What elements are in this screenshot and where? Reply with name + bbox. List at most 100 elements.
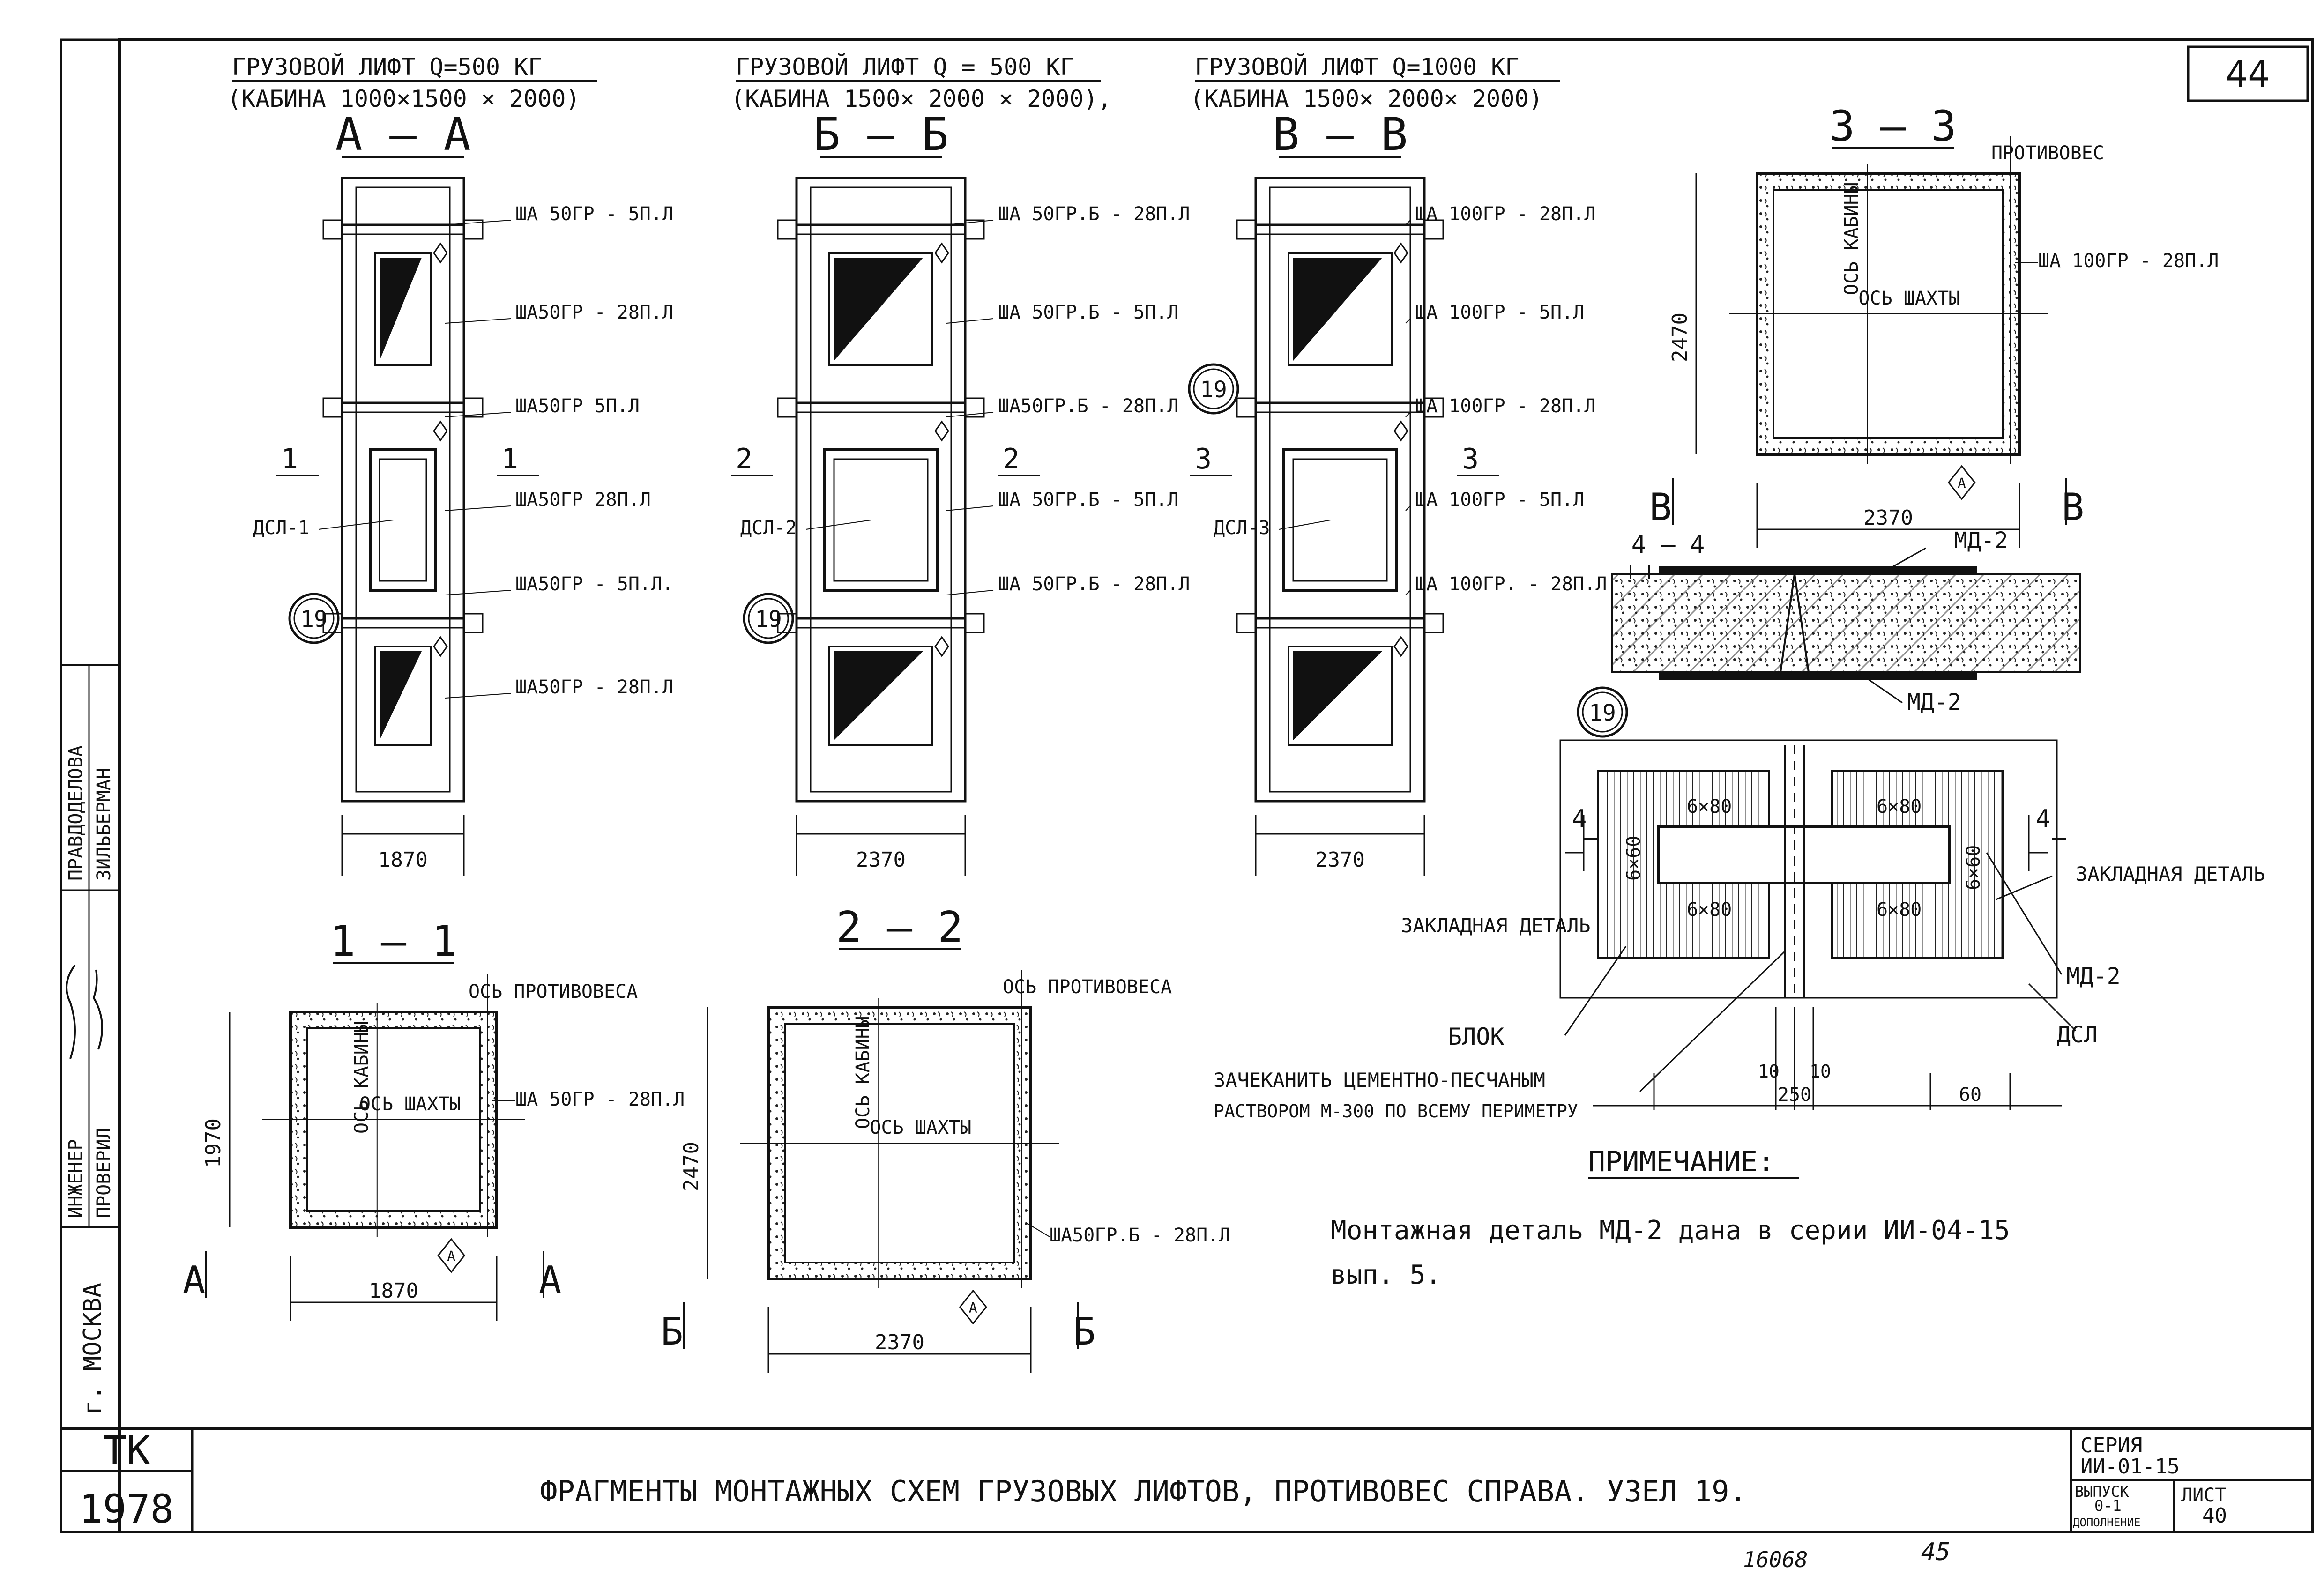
section-mark-4-right: 4 <box>2036 805 2050 833</box>
panel-label-leader <box>1405 590 1411 595</box>
node-callout-inner <box>293 598 335 639</box>
panel-hatch <box>834 258 923 361</box>
counterweight-axis-label: ОСЬ ПРОТИВОВЕСА <box>1003 976 1172 998</box>
elevation-b-b: ГРУЗОВОЙ ЛИФТ Q = 500 КГ(КАБИНА 1500× 20… <box>731 53 1190 876</box>
plan-mark-right: В <box>2062 485 2084 529</box>
caulk-note-1: ЗАЧЕКАНИТЬ ЦЕМЕНТНО-ПЕСЧАНЫМ <box>1214 1069 1545 1092</box>
plan-diamond <box>959 1289 987 1325</box>
weld-vertical-right: 6×60 <box>1963 845 1984 890</box>
panel-opening <box>828 646 933 746</box>
shaft-inner <box>810 186 952 793</box>
sheet-frame <box>60 38 2314 1533</box>
shaft-outline <box>1254 177 1426 803</box>
elevation-heading: ГРУЗОВОЙ ЛИФТ Q=1000 КГ <box>1195 53 1519 81</box>
bracket-left <box>777 219 797 240</box>
shaft-inner <box>1269 186 1411 793</box>
year: 1978 <box>79 1486 174 1532</box>
panel-label: ША50ГР - 28П.Л <box>515 676 673 698</box>
shaft-axis-label: ОСЬ ШАХТЫ <box>359 1093 461 1115</box>
sheet-value: 40 <box>2202 1504 2227 1528</box>
plan-mark-left: Б <box>661 1310 683 1353</box>
panel-label-leader <box>946 590 994 595</box>
cabin-axis-label: ОСЬ КАБИНЫ <box>1841 182 1862 295</box>
stamp-engineer: ИНЖЕНЕР <box>65 1139 87 1218</box>
node-callout-number: 19 <box>755 606 782 632</box>
plan-diamond <box>437 1238 466 1273</box>
door-frame <box>1292 458 1388 582</box>
panel-label-leader <box>445 220 511 225</box>
bracket-right <box>964 613 985 633</box>
shaft-inner <box>355 186 451 793</box>
panel-label: ША 50ГР.Б - 5П.Л <box>998 489 1178 511</box>
bracket-left <box>1236 219 1257 240</box>
plan-diamond-letter: А <box>447 1249 455 1265</box>
panel-label-leader <box>445 505 511 511</box>
section-mark-left: 2 <box>736 443 752 476</box>
panel-hatch <box>1293 651 1382 740</box>
node-callout-circle <box>1188 363 1239 415</box>
weld-vertical-left: 6×60 <box>1623 836 1645 881</box>
height-dimension: 2470 <box>1668 312 1692 362</box>
elevation-heading: ГРУЗОВОЙ ЛИФТ Q=500 КГ <box>232 53 542 81</box>
door-opening <box>369 448 437 592</box>
panel-label: ША50ГР 5П.Л <box>515 395 640 417</box>
bracket-right <box>463 397 484 418</box>
width-dimension: 1870 <box>369 1279 418 1303</box>
panel-label-leader <box>445 693 511 699</box>
panel-label: ША 100ГР - 5П.Л <box>1415 489 1584 511</box>
cabin-axis-label: ОСЬ КАБИНЫ <box>852 1016 874 1129</box>
door-opening <box>823 448 939 592</box>
panel-label: ША50ГР - 28П.Л <box>515 302 673 323</box>
shaft-axis-label: ОСЬ ШАХТЫ <box>870 1117 971 1138</box>
dsl-leader <box>318 520 394 530</box>
plan-diamond-letter: А <box>1958 476 1966 492</box>
section-mark-4-left: 4 <box>1572 805 1587 833</box>
block-label: БЛОК <box>1448 1023 1504 1050</box>
dim-250: 250 <box>1778 1084 1811 1106</box>
bracket-right <box>1423 613 1444 633</box>
panel-label: ША 100ГР - 28П.Л <box>1415 203 1595 225</box>
bracket-right <box>463 613 484 633</box>
counterweight-axis-label: ОСЬ ПРОТИВОВЕСА <box>469 981 638 1003</box>
shaft-outline <box>341 177 465 803</box>
panel-label: ША50ГР.Б - 28П.Л <box>998 395 1178 417</box>
plan-mark-left: В <box>1649 485 1672 529</box>
panel-label: ША 50ГР.Б - 28П.Л <box>998 203 1190 225</box>
width-dimension: 1870 <box>378 848 428 872</box>
plan-mark-left: А <box>183 1258 205 1302</box>
tk-mark: ТК <box>103 1427 150 1473</box>
elevation-section-title: В — В <box>1273 108 1408 161</box>
bracket-right <box>1423 397 1444 418</box>
stamp-name1: ПРАВДОДЕЛОВА <box>65 745 87 881</box>
dsl-leader <box>805 520 872 530</box>
weld-bottom-left: 6×80 <box>1687 899 1732 921</box>
diamond-mark <box>934 420 949 442</box>
panel-opening <box>1288 646 1393 746</box>
panel-hatch <box>380 258 422 361</box>
panel-label-leader <box>445 590 511 595</box>
plan-section-title: 1 — 1 <box>330 917 457 966</box>
diamond-mark <box>1393 242 1408 264</box>
plan-panel-label: ША 50ГР - 28П.Л <box>515 1089 685 1110</box>
dim-60: 60 <box>1959 1084 1981 1106</box>
panel-label-leader <box>1405 220 1411 225</box>
panel-opening <box>374 252 432 366</box>
weld-bottom-right: 6×80 <box>1877 899 1922 921</box>
section-mark-right: 2 <box>1003 443 1020 476</box>
bracket-left <box>1236 397 1257 418</box>
panel-hatch <box>834 651 923 740</box>
section-4-4 <box>1611 565 2081 680</box>
elevation-subheading: (КАБИНА 1000×1500 × 2000) <box>227 85 580 112</box>
dsl-label: ДСЛ-2 <box>740 517 797 539</box>
bracket-right <box>1423 219 1444 240</box>
dsl-leader <box>1279 520 1331 530</box>
panel-label-leader <box>445 412 511 417</box>
panel-label: ША50ГР - 5П.Л. <box>515 573 673 595</box>
panel-label-leader <box>946 318 994 324</box>
elevation-heading: ГРУЗОВОЙ ЛИФТ Q = 500 КГ <box>736 53 1074 81</box>
panel-label: ША50ГР 28П.Л <box>515 489 651 511</box>
